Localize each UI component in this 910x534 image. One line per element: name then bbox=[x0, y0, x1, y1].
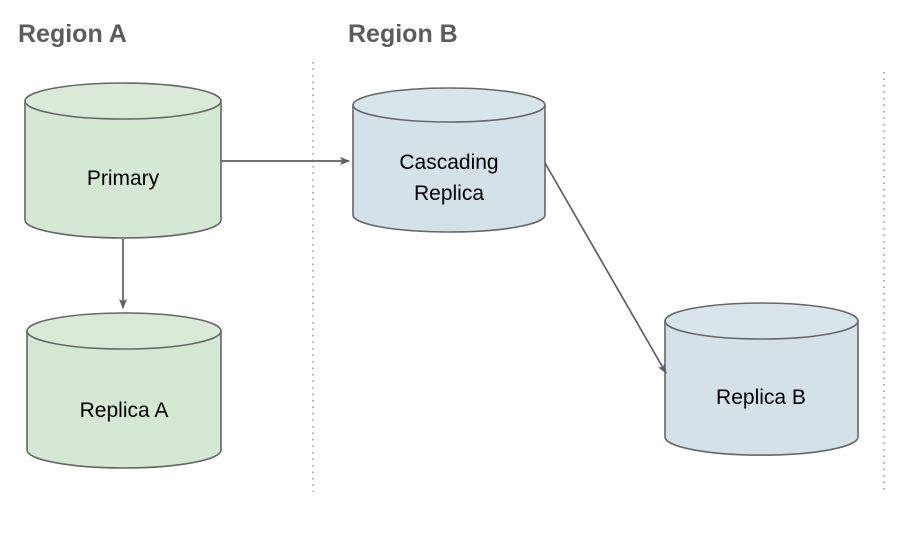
node-replica-b[interactable]: Replica B bbox=[664, 302, 859, 456]
node-replica-a[interactable]: Replica A bbox=[26, 312, 222, 469]
node-primary[interactable]: Primary bbox=[24, 82, 222, 239]
region-b-label: Region B bbox=[348, 20, 458, 48]
region-dividers bbox=[312, 62, 885, 492]
primary-label: Primary bbox=[87, 167, 160, 190]
region-a-label: Region A bbox=[18, 20, 127, 48]
region-titles: Region A Region B bbox=[18, 20, 458, 48]
edges bbox=[119, 157, 667, 374]
primary-cylinder-top bbox=[24, 82, 222, 120]
cascading-replica-cylinder-top bbox=[352, 87, 546, 123]
replica-a-cylinder-body bbox=[26, 330, 222, 469]
replica-b-cylinder-body bbox=[664, 320, 859, 456]
replica-a-cylinder-top bbox=[26, 312, 222, 350]
cascading-replica-cylinder-body bbox=[352, 104, 546, 233]
replica-a-label: Replica A bbox=[80, 399, 169, 422]
edge-cascading-replica-to-replica-b bbox=[544, 162, 667, 374]
cascading-replica-label-line-1: Cascading bbox=[399, 151, 498, 174]
replica-b-cylinder-top bbox=[664, 302, 859, 340]
replica-b-label: Replica B bbox=[716, 386, 806, 409]
node-cascading-replica[interactable]: Cascading Replica bbox=[352, 87, 546, 233]
primary-cylinder-body bbox=[24, 100, 222, 239]
cascading-replica-label-line-2: Replica bbox=[414, 182, 484, 205]
